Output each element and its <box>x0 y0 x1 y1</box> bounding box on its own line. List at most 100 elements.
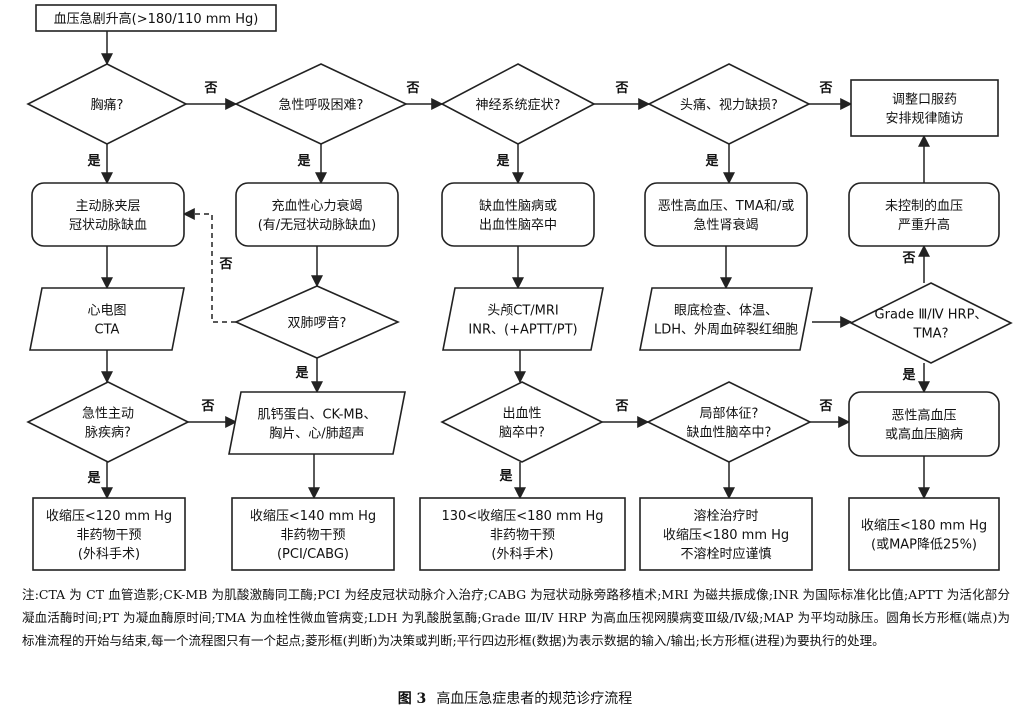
node-d-grade: Grade Ⅲ/Ⅳ HRP、TMA? <box>849 282 1013 364</box>
node-label: 或高血压脑病 <box>885 427 963 443</box>
node-label: (PCI/CABG) <box>277 547 349 562</box>
figure-number: 图 3 <box>397 691 427 707</box>
node-label: 缺血性脑病或 <box>479 199 557 214</box>
edge-label-no: 否 <box>901 251 915 266</box>
node-label: 130<收缩压<180 mm Hg <box>441 508 603 524</box>
node-ecg: 心电图 CTA <box>29 287 185 351</box>
node-label: 心电图 <box>87 304 126 319</box>
node-d-head: 头痛、视力缺损? <box>647 63 811 145</box>
data-parallelogram <box>639 287 813 351</box>
process-box <box>419 497 626 571</box>
node-label: LDH、外周血碎裂红细胞 <box>654 322 798 338</box>
node-label: 缺血性脑卒中? <box>687 426 772 441</box>
node-label: 恶性高血压 <box>891 408 956 424</box>
node-label: 非药物干预 <box>280 528 345 543</box>
node-ct: 头颅CT/MRI INR、(+APTT/PT) <box>442 287 604 351</box>
node-label: 双肺啰音? <box>288 315 347 331</box>
decision-diamond <box>647 63 811 145</box>
node-troponin: 肌钙蛋白、CK-MB、胸片、心/肺超声 <box>228 391 406 455</box>
decision-diamond <box>440 63 596 145</box>
node-label: INR、(+APTT/PT) <box>468 323 577 338</box>
node-label: 调整口服药 <box>892 93 957 108</box>
node-label: 局部体征? <box>700 407 759 422</box>
node-label: 不溶栓时应谨慎 <box>680 546 771 562</box>
node-label: 出血性 <box>502 407 541 422</box>
node-d-breath: 急性呼吸困难? <box>234 63 408 145</box>
terminal-box <box>235 182 399 247</box>
decision-diamond <box>849 282 1013 364</box>
node-label: 冠状动脉缺血 <box>69 218 147 233</box>
edge-label-no: 否 <box>818 81 832 96</box>
node-label: 急性肾衰竭 <box>693 217 758 233</box>
node-r5: 收缩压<180 mm Hg (或MAP降低25%) <box>848 497 1000 571</box>
node-label: 脉疾病? <box>85 426 131 441</box>
node-label: 脑卒中? <box>499 426 545 441</box>
node-fundus: 眼底检查、体温、LDH、外周血碎裂红细胞 <box>639 287 813 351</box>
data-parallelogram <box>29 287 185 351</box>
node-label: (有/无冠状动脉缺血) <box>258 218 377 233</box>
edge-label-no: 否 <box>203 81 217 96</box>
node-label: CTA <box>95 323 120 338</box>
node-label: 急性呼吸困难? <box>279 98 364 113</box>
decision-diamond <box>440 381 604 463</box>
decision-diamond <box>234 285 400 359</box>
node-label: 神经系统症状? <box>476 98 561 113</box>
terminal-box <box>848 391 1000 457</box>
edge-label-yes: 是 <box>86 154 101 169</box>
node-d-rales: 双肺啰音? <box>234 285 400 359</box>
node-label: 血压急剧升高(>180/110 mm Hg) <box>54 11 259 27</box>
edge-label-no: 否 <box>818 399 832 414</box>
process-box <box>639 497 813 571</box>
node-label: 恶性高血压、TMA和/或 <box>658 198 794 214</box>
process-box <box>35 4 277 32</box>
terminal-box <box>31 182 185 247</box>
node-d-neuro: 神经系统症状? <box>440 63 596 145</box>
decision-diamond <box>26 381 190 463</box>
figure-note: 注:CTA 为 CT 血管造影;CK-MB 为肌酸激酶同工酶;PCI 为经皮冠状… <box>22 587 1010 648</box>
process-box <box>32 497 186 571</box>
node-label: 收缩压<140 mm Hg <box>250 508 376 524</box>
node-label: (或MAP降低25%) <box>871 538 977 553</box>
edge-label-no: 否 <box>405 81 419 96</box>
decision-diamond <box>234 63 408 145</box>
process-box <box>850 79 999 137</box>
edge-label-yes: 是 <box>901 368 916 383</box>
node-label: 急性主动 <box>82 407 134 422</box>
edge-label-yes: 是 <box>86 471 101 486</box>
node-d-hemorrhage: 出血性脑卒中? <box>440 381 604 463</box>
node-d-chest: 胸痛? <box>26 63 188 145</box>
edge-label-no: 否 <box>218 257 232 272</box>
node-label: 未控制的血压 <box>885 198 963 214</box>
process-box <box>231 497 395 571</box>
node-label: 收缩压<180 mm Hg <box>861 518 987 534</box>
data-parallelogram <box>442 287 604 351</box>
terminal-box <box>644 182 808 247</box>
edge-label-yes: 是 <box>704 154 719 169</box>
decision-diamond <box>646 381 812 463</box>
node-d-local: 局部体征? 缺血性脑卒中? <box>646 381 812 463</box>
node-label: 头颅CT/MRI <box>487 304 558 319</box>
node-label: 头痛、视力缺损? <box>680 97 778 113</box>
node-start: 血压急剧升高(>180/110 mm Hg) <box>35 4 277 32</box>
node-label: (外科手术) <box>78 547 140 562</box>
node-label: 严重升高 <box>898 217 950 233</box>
edge-label-no: 否 <box>614 399 628 414</box>
node-label: 收缩压<120 mm Hg <box>46 508 172 524</box>
terminal-box <box>441 182 595 247</box>
flowchart: 血压急剧升高(>180/110 mm Hg) 胸痛? 急性呼吸困难? 神经系统症状? 头… <box>26 4 1013 571</box>
edge-label-no: 否 <box>614 81 628 96</box>
edge-label-yes: 是 <box>294 366 309 381</box>
node-chf: 充血性心力衰竭(有/无冠状动脉缺血) <box>235 182 399 247</box>
node-label: 溶栓治疗时 <box>693 509 758 524</box>
edge-label-yes: 是 <box>296 154 311 169</box>
node-r2: 收缩压<140 mm Hg 非药物干预 (PCI/CABG) <box>231 497 395 571</box>
node-label: 收缩压<180 mm Hg <box>663 527 789 543</box>
